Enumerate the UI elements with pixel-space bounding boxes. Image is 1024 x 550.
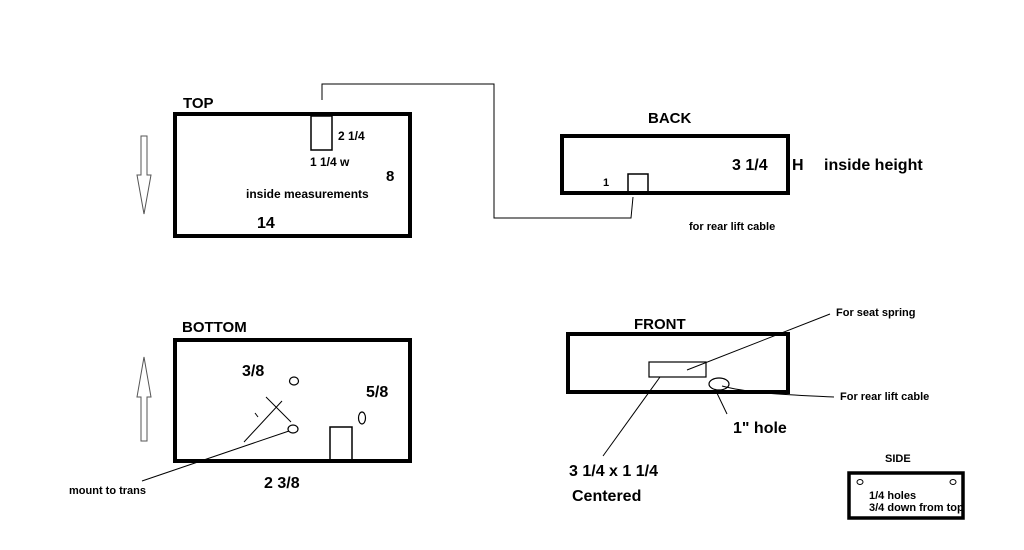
back-title: BACK bbox=[648, 110, 691, 127]
top-slot-width-label: 1 1/4 w bbox=[310, 155, 350, 169]
bottom-offset-label: 2 3/8 bbox=[264, 475, 300, 492]
side-title: SIDE bbox=[885, 453, 911, 465]
front-spring-note: For seat spring bbox=[836, 307, 915, 319]
back-cable-note: for rear lift cable bbox=[689, 221, 775, 233]
back-hole bbox=[627, 173, 649, 194]
front-slot bbox=[648, 361, 707, 378]
arrow-down-icon bbox=[136, 135, 152, 215]
side-box bbox=[847, 471, 965, 520]
back-height-note: inside height bbox=[824, 157, 923, 174]
side-hole-left bbox=[856, 479, 864, 485]
bottom-hole-c bbox=[287, 424, 299, 434]
leader-line bbox=[265, 396, 292, 423]
top-length-label: 14 bbox=[257, 215, 275, 232]
bottom-view: BOTTOM 3/8 5/8 mount to trans 2 3/8 bbox=[69, 319, 412, 497]
hole-leader-line bbox=[714, 388, 728, 415]
bottom-hole-b bbox=[357, 411, 367, 425]
side-hole-right bbox=[949, 479, 957, 485]
bottom-hole-b-label: 5/8 bbox=[366, 384, 388, 401]
top-slot bbox=[310, 115, 333, 151]
spring-leader-line bbox=[686, 313, 831, 371]
front-title: FRONT bbox=[634, 316, 686, 333]
bottom-title: BOTTOM bbox=[182, 319, 247, 336]
bottom-mount-note: mount to trans bbox=[69, 485, 146, 497]
side-view: SIDE 1/4 holes 3/4 down from top bbox=[847, 453, 965, 520]
side-holes-position: 3/4 down from top bbox=[869, 502, 964, 514]
bottom-box bbox=[173, 338, 412, 463]
leader-line bbox=[254, 412, 259, 418]
mount-leader-line bbox=[141, 430, 290, 482]
bottom-slot bbox=[329, 426, 353, 461]
bottom-hole-a bbox=[288, 376, 300, 386]
front-hole bbox=[708, 377, 730, 391]
front-centered-label: Centered bbox=[572, 488, 641, 505]
arrow-up-icon bbox=[136, 356, 152, 442]
back-height-label: 3 1/4 bbox=[732, 157, 768, 174]
cable-connector-line bbox=[321, 83, 634, 219]
front-hole-label: 1" hole bbox=[733, 420, 787, 437]
top-title: TOP bbox=[183, 95, 214, 112]
back-h-unit: H bbox=[792, 157, 804, 174]
top-inside-label: inside measurements bbox=[246, 187, 369, 201]
top-depth-label: 8 bbox=[386, 168, 394, 185]
front-cable-note: For rear lift cable bbox=[840, 391, 929, 403]
top-view: TOP 2 1/4 1 1/4 w inside measurements 8 … bbox=[136, 95, 412, 238]
front-slot-size-label: 3 1/4 x 1 1/4 bbox=[569, 463, 658, 480]
back-box bbox=[560, 134, 790, 195]
cable-leader-line bbox=[721, 385, 835, 398]
front-view: FRONT For seat spring For rear lift cabl… bbox=[566, 307, 929, 505]
top-box bbox=[173, 112, 412, 238]
side-holes-label: 1/4 holes bbox=[869, 490, 916, 502]
leader-line bbox=[243, 400, 283, 443]
back-view: BACK 1 3 1/4 H inside height for rear li… bbox=[560, 110, 923, 233]
bottom-hole-a-label: 3/8 bbox=[242, 363, 264, 380]
top-slot-height-label: 2 1/4 bbox=[338, 129, 365, 143]
back-hole-label: 1 bbox=[603, 177, 609, 189]
slot-leader-line bbox=[602, 376, 661, 457]
front-box bbox=[566, 332, 790, 394]
